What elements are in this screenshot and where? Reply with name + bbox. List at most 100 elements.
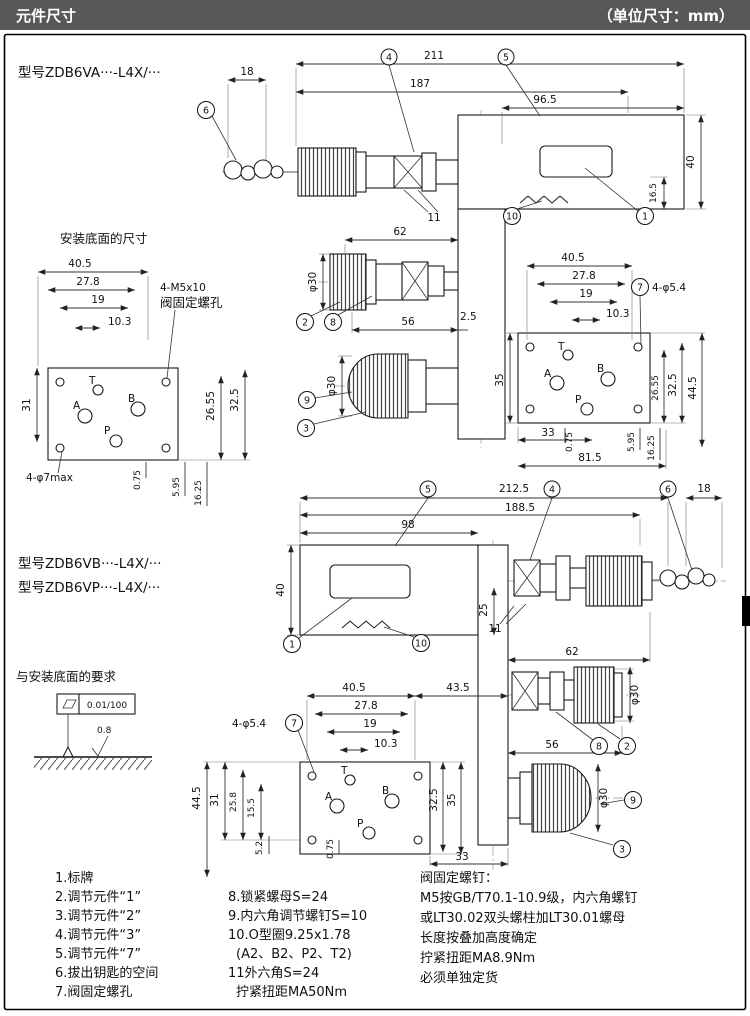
callout-6: 6	[197, 101, 215, 119]
dim-label-25: 25	[478, 603, 490, 616]
adjustment-knob	[297, 147, 395, 197]
svg-text:2: 2	[302, 318, 308, 329]
callout-4: 4	[380, 48, 398, 66]
note-item: 9.内六角调节螺钉S=10	[228, 908, 367, 924]
dim-label-32-5: 32.5	[667, 373, 679, 396]
dim-label-2-5: 2.5	[460, 311, 477, 323]
dim-label-phi30-cap: φ30	[598, 788, 610, 808]
note-item: 4.调节元件“3”	[55, 928, 141, 943]
dim-label-211: 211	[424, 50, 444, 62]
port-B-label: B	[128, 393, 135, 405]
note-item: 拧紧扭距MA50Nm	[236, 985, 347, 1000]
protective-cap	[347, 353, 459, 419]
dim-label-16-25: 16.25	[194, 480, 204, 506]
surface-requirement: 与安装底面的要求 0.01/100 0.8	[16, 669, 152, 770]
port-B-label: B	[382, 785, 389, 797]
dim-label-16-25: 16.25	[647, 435, 657, 461]
note-item: 8.锁紧螺母S=24	[228, 889, 328, 905]
key-chain	[652, 567, 716, 590]
svg-text:4: 4	[549, 485, 555, 496]
port-P-hole	[580, 402, 594, 416]
port-P-label: P	[575, 394, 581, 406]
svg-text:10: 10	[415, 639, 427, 650]
note-item: 10.O型圈9.25x1.78	[228, 928, 351, 943]
note-item: 必须单独定货	[420, 970, 498, 986]
dim-label-40-5: 40.5	[561, 252, 584, 264]
mounting-view-bottom: T A B P 40.5 43.5 27.8 19 10.3 4-φ5.4 7 …	[191, 682, 509, 877]
note-item: 阀固定螺钉：	[420, 871, 498, 886]
svg-text:9: 9	[630, 796, 636, 807]
header-background	[0, 0, 750, 30]
dim-label-16-5: 16.5	[649, 183, 659, 203]
port-A-label: A	[73, 400, 81, 412]
oring-row	[341, 620, 391, 629]
notes: 1.标牌 2.调节元件“1” 3.调节元件“2” 4.调节元件“3” 5.调节元…	[55, 870, 637, 1000]
svg-text:2: 2	[624, 742, 630, 753]
callout-7: 7	[285, 714, 303, 732]
dim-label-10-3: 10.3	[108, 316, 131, 328]
mount-bottom-dimension-lines	[203, 693, 509, 877]
note-item: 拧紧扭距MA8.9Nm	[420, 951, 535, 966]
dim-label-26-55: 26.55	[651, 375, 661, 401]
seal-cartridge	[393, 155, 423, 189]
callout-2: 2	[618, 737, 636, 755]
svg-text:9: 9	[304, 396, 310, 407]
callout-8: 8	[324, 313, 342, 331]
note-item: 或LT30.02双头螺柱加LT30.01螺母	[420, 911, 625, 926]
dim-label-40: 40	[685, 155, 697, 168]
callout-4: 4	[543, 480, 561, 498]
note-item: 5.调节元件“7”	[55, 947, 141, 962]
note-item: 3.调节元件“2”	[55, 909, 141, 924]
svg-text:5: 5	[425, 485, 431, 496]
dim-label-81-5: 81.5	[578, 452, 601, 464]
mount-right-dimension-lines	[506, 263, 705, 469]
svg-text:7: 7	[637, 283, 643, 294]
port-B-label: B	[597, 363, 604, 375]
roughness-icon	[91, 735, 109, 757]
port-B-hole	[130, 401, 146, 417]
header-bar: 元件尺寸 （单位尺寸：mm）	[0, 0, 750, 30]
port-B-hole	[384, 793, 400, 809]
mounting-view-left: 安装底面的尺寸 T A B P 40.5 27.8 19 10.3 4-M5x1…	[21, 231, 250, 506]
holes-spec-label: 4-φ5.4	[232, 718, 266, 730]
dim-label-5-2: 5.2	[255, 841, 265, 855]
dim-label-35: 35	[446, 793, 458, 806]
svg-text:1: 1	[289, 640, 295, 651]
mounting-view-right: T A B P 40.5 27.8 19 10.3 7 4-φ5.4 35 26…	[494, 252, 705, 469]
dim-label-212-5: 212.5	[499, 483, 529, 495]
svg-text:8: 8	[330, 318, 336, 329]
port-T-hole	[562, 349, 574, 361]
port-B-hole	[600, 371, 616, 387]
adjustment-knob	[513, 555, 653, 607]
dim-label-187: 187	[410, 78, 430, 90]
callout-7: 7	[631, 278, 649, 296]
view-zdb6va: 型号ZDB6VA···-L4X/···	[18, 48, 706, 440]
dim-label-40-5: 40.5	[342, 682, 365, 694]
dim-label-35: 35	[494, 373, 506, 386]
view-zdb6vb: 型号ZDB6VB···-L4X/··· 型号ZDB6VP···-L4X/···	[18, 480, 723, 858]
port-A-label: A	[544, 368, 552, 380]
svg-text:10: 10	[506, 212, 518, 223]
port-T-label: T	[557, 341, 565, 353]
dim-label-33: 33	[455, 851, 468, 863]
callout-1: 1	[283, 635, 301, 653]
note-item: (A2、B2、P2、T2)	[236, 947, 352, 962]
mounting-holes	[307, 771, 423, 845]
port-T-label: T	[340, 765, 348, 777]
dim-label-11: 11	[488, 623, 501, 635]
ports	[329, 774, 400, 840]
dim-label-33: 33	[541, 427, 554, 439]
dim-label-19: 19	[363, 718, 376, 730]
lock-nut	[421, 152, 437, 192]
mount-left-dimension-lines	[34, 269, 250, 506]
note-item: 长度按叠加高度确定	[420, 930, 537, 946]
port-A-hole	[549, 375, 565, 391]
port-T-label: T	[88, 375, 96, 387]
svg-text:3: 3	[619, 845, 625, 856]
svg-text:7: 7	[291, 719, 297, 730]
page-title: 元件尺寸	[16, 7, 76, 25]
callout-5: 5	[419, 480, 437, 498]
valve-body-vertical	[477, 544, 509, 846]
roughness-value: 0.8	[97, 726, 112, 736]
dim-label-phi30-knob: φ30	[307, 272, 319, 292]
